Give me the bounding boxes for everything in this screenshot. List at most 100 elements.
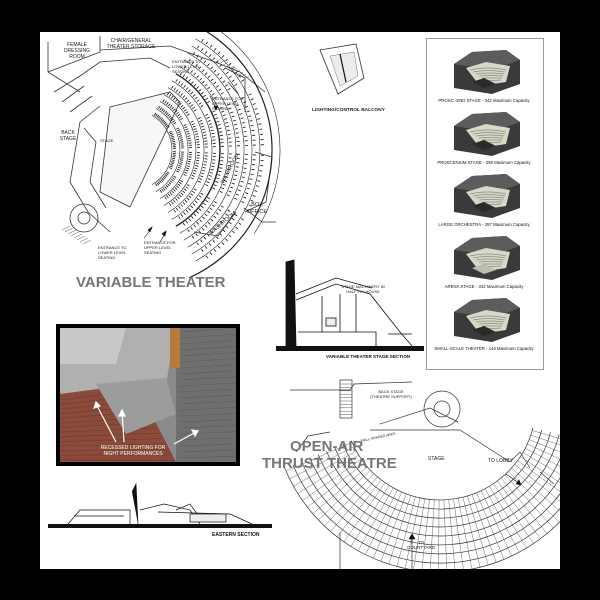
seat-mark bbox=[213, 81, 217, 85]
step-line bbox=[179, 382, 237, 387]
seat-mark bbox=[185, 130, 190, 133]
seat-mark bbox=[215, 212, 219, 215]
seat-mark bbox=[235, 70, 239, 74]
seat-mark bbox=[175, 79, 178, 83]
seat-mark bbox=[171, 201, 174, 205]
seat-mark bbox=[198, 208, 202, 212]
seat-mark bbox=[238, 75, 242, 78]
seat-mark bbox=[210, 168, 214, 171]
seat-mark bbox=[184, 200, 188, 203]
seat-mark bbox=[220, 92, 224, 95]
seat-mark bbox=[201, 227, 205, 231]
seat-mark bbox=[241, 218, 245, 221]
seat-mark bbox=[180, 204, 183, 207]
seat-mark bbox=[219, 131, 223, 133]
seat-mark bbox=[209, 44, 213, 48]
step-line bbox=[179, 400, 237, 405]
stair-tread bbox=[64, 227, 74, 233]
seat-mark bbox=[202, 80, 205, 84]
seat-mark bbox=[165, 112, 169, 116]
seat-mark bbox=[208, 243, 212, 246]
seat-mark bbox=[187, 160, 191, 163]
seat-mark bbox=[190, 205, 194, 209]
step-line bbox=[179, 437, 237, 441]
seat-mark bbox=[191, 61, 195, 65]
seat-mark bbox=[250, 98, 254, 101]
seat-mark bbox=[204, 225, 208, 228]
aisle-line bbox=[527, 443, 560, 460]
step-line bbox=[179, 425, 237, 429]
label-chair-storage: CHAIR/GENERAL THEATER STORAGE bbox=[106, 38, 156, 50]
seat-mark bbox=[169, 105, 173, 108]
seat-mark bbox=[196, 198, 200, 201]
seat-mark bbox=[183, 124, 187, 127]
seat-mark bbox=[177, 166, 181, 169]
label-box-office: BOX OFFICE bbox=[246, 202, 268, 215]
seat-mark bbox=[184, 97, 188, 100]
seat-mark bbox=[173, 87, 176, 91]
seat-mark bbox=[203, 94, 207, 98]
seat-mark bbox=[157, 115, 161, 119]
seat-mark bbox=[188, 101, 192, 105]
seat-mark bbox=[177, 196, 180, 200]
seat-mark bbox=[183, 173, 187, 176]
seat-mark bbox=[213, 48, 217, 51]
seat-mark bbox=[248, 204, 252, 207]
seat-mark bbox=[222, 67, 226, 71]
aisle-line bbox=[324, 473, 375, 527]
deck-board bbox=[59, 449, 170, 451]
seat-mark bbox=[167, 103, 171, 107]
aisle-line bbox=[404, 497, 421, 569]
seat-mark bbox=[211, 165, 215, 168]
seat-mark bbox=[198, 102, 202, 105]
seat-mark bbox=[222, 80, 226, 83]
seat-mark bbox=[239, 113, 243, 115]
step-line bbox=[179, 364, 237, 369]
seat-mark bbox=[223, 118, 228, 120]
seat-mark bbox=[161, 119, 165, 123]
seat-mark bbox=[234, 83, 238, 87]
seat-mark bbox=[231, 182, 235, 185]
seat-mark bbox=[178, 102, 182, 106]
seat-mark bbox=[173, 122, 177, 125]
recessed-lighting-render bbox=[56, 324, 240, 466]
seat-mark bbox=[219, 167, 223, 169]
seat-mark bbox=[210, 218, 214, 222]
outer-wall bbox=[220, 32, 281, 234]
aisle-line bbox=[532, 430, 560, 439]
seat-mark bbox=[159, 180, 162, 184]
seat-mark bbox=[177, 100, 180, 104]
seat-mark bbox=[193, 72, 197, 76]
seat-mark bbox=[174, 110, 178, 113]
seat-mark bbox=[216, 73, 220, 76]
seat-mark bbox=[215, 85, 219, 88]
configuration-caption: SMALL-SCALE THEATER - 146 Maximum Capaci… bbox=[434, 346, 534, 351]
seat-mark bbox=[225, 238, 228, 242]
seat-mark bbox=[171, 178, 174, 182]
seat-mark bbox=[191, 106, 195, 110]
seat-mark bbox=[218, 127, 222, 130]
stair-tread bbox=[230, 67, 238, 73]
deck-board bbox=[59, 438, 164, 442]
seat-mark bbox=[167, 183, 170, 187]
seat-mark bbox=[178, 91, 181, 94]
seat-mark bbox=[201, 172, 205, 175]
seat-mark bbox=[225, 84, 228, 87]
seat-mark bbox=[250, 173, 254, 175]
thrust-seat-row bbox=[325, 434, 560, 528]
seat-mark bbox=[252, 103, 256, 105]
seat-mark bbox=[162, 109, 166, 113]
seat-mark bbox=[217, 245, 221, 249]
seat-mark bbox=[165, 172, 169, 176]
seat-mark bbox=[207, 120, 211, 122]
seat-mark bbox=[206, 116, 210, 119]
aisle-line bbox=[489, 486, 527, 549]
configuration-model bbox=[454, 174, 520, 218]
seat-mark bbox=[178, 115, 182, 119]
aisle-line bbox=[421, 499, 430, 569]
stair-tread bbox=[227, 65, 235, 71]
seat-mark bbox=[205, 255, 209, 259]
configuration-caption: PROSCENIUM STAGE - 298 Maximum Capacity bbox=[437, 160, 531, 165]
seat-mark bbox=[159, 107, 163, 111]
seat-mark bbox=[170, 134, 174, 136]
